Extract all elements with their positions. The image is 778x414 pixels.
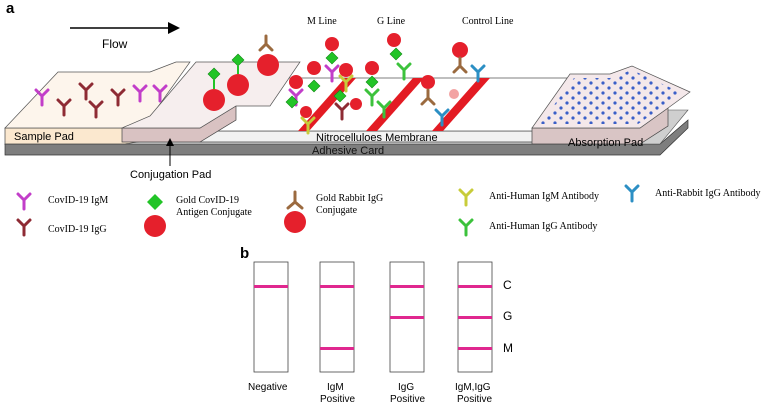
strip-label-igg-2: Positive (390, 394, 425, 405)
strip-igg-positive (389, 261, 425, 373)
flow-label: Flow (102, 37, 128, 51)
panel-b-label: b (240, 245, 249, 262)
band-label-g: G (503, 309, 512, 323)
svg-text:Antigen Conjugate: Antigen Conjugate (176, 207, 252, 218)
legend-covid-igm: CovID-19 IgM (16, 192, 108, 211)
svg-text:Anti-Human IgM Antibody: Anti-Human IgM Antibody (489, 191, 599, 202)
g-line-label: G Line (377, 16, 406, 27)
membrane-complexes (285, 33, 486, 135)
svg-text:Gold Rabbit IgG: Gold Rabbit IgG (316, 193, 383, 204)
strip-igm-igg-positive (457, 261, 493, 373)
svg-text:Anti-Rabbit IgG Antibody: Anti-Rabbit IgG Antibody (655, 188, 761, 199)
strip-igm-positive (319, 261, 355, 373)
legend-gold-rabbit: Gold Rabbit IgG Conjugate (284, 190, 383, 233)
band-label-c: C (503, 278, 512, 292)
conjugation-pad-label: Conjugation Pad (130, 169, 211, 181)
svg-text:CovID-19 IgM: CovID-19 IgM (48, 195, 108, 206)
panel-a-label: a (6, 0, 15, 17)
svg-text:Conjugate: Conjugate (316, 205, 358, 216)
absorption-pad (531, 65, 691, 145)
conjugation-complexes (203, 34, 279, 111)
legend-anti-human-igm: Anti-Human IgM Antibody (458, 188, 599, 207)
nitrocellulose-label: Nitrocelluloes Membrane (316, 132, 438, 144)
m-line-label: M Line (307, 16, 337, 27)
legend-gold-antigen: Gold CovID-19 Antigen Conjugate (144, 194, 252, 237)
band-label-m: M (503, 341, 513, 355)
legend-covid-igg: CovID-19 IgG (16, 218, 107, 237)
strip-label-igg-1: IgG (398, 382, 414, 393)
strip-label-igm-2: Positive (320, 394, 355, 405)
absorption-pad-label: Absorption Pad (568, 137, 643, 149)
control-line-label: Control Line (462, 16, 514, 27)
strip-label-igm-1: IgM (327, 382, 344, 393)
legend-anti-human-igg: Anti-Human IgG Antibody (458, 218, 597, 237)
sample-pad-label: Sample Pad (14, 131, 74, 143)
adhesive-card-label: Adhesive Card (312, 145, 384, 157)
strip-negative (253, 261, 289, 373)
conjugation-pad-pointer (166, 138, 174, 166)
strip-label-both-2: Positive (457, 394, 492, 405)
legend: CovID-19 IgM CovID-19 IgG Gold CovID-19 … (16, 184, 761, 237)
svg-text:CovID-19 IgG: CovID-19 IgG (48, 224, 107, 235)
legend-anti-rabbit-igg: Anti-Rabbit IgG Antibody (624, 184, 761, 203)
strip-label-both-1: IgM,IgG (455, 382, 491, 393)
strip-label-negative: Negative (248, 382, 288, 393)
svg-text:Gold CovID-19: Gold CovID-19 (176, 195, 239, 206)
strip-labels: Negative IgM Positive IgG Positive IgM,I… (248, 382, 492, 405)
flow-arrow (70, 22, 180, 34)
test-strips (253, 261, 493, 373)
svg-text:Anti-Human IgG Antibody: Anti-Human IgG Antibody (489, 221, 597, 232)
